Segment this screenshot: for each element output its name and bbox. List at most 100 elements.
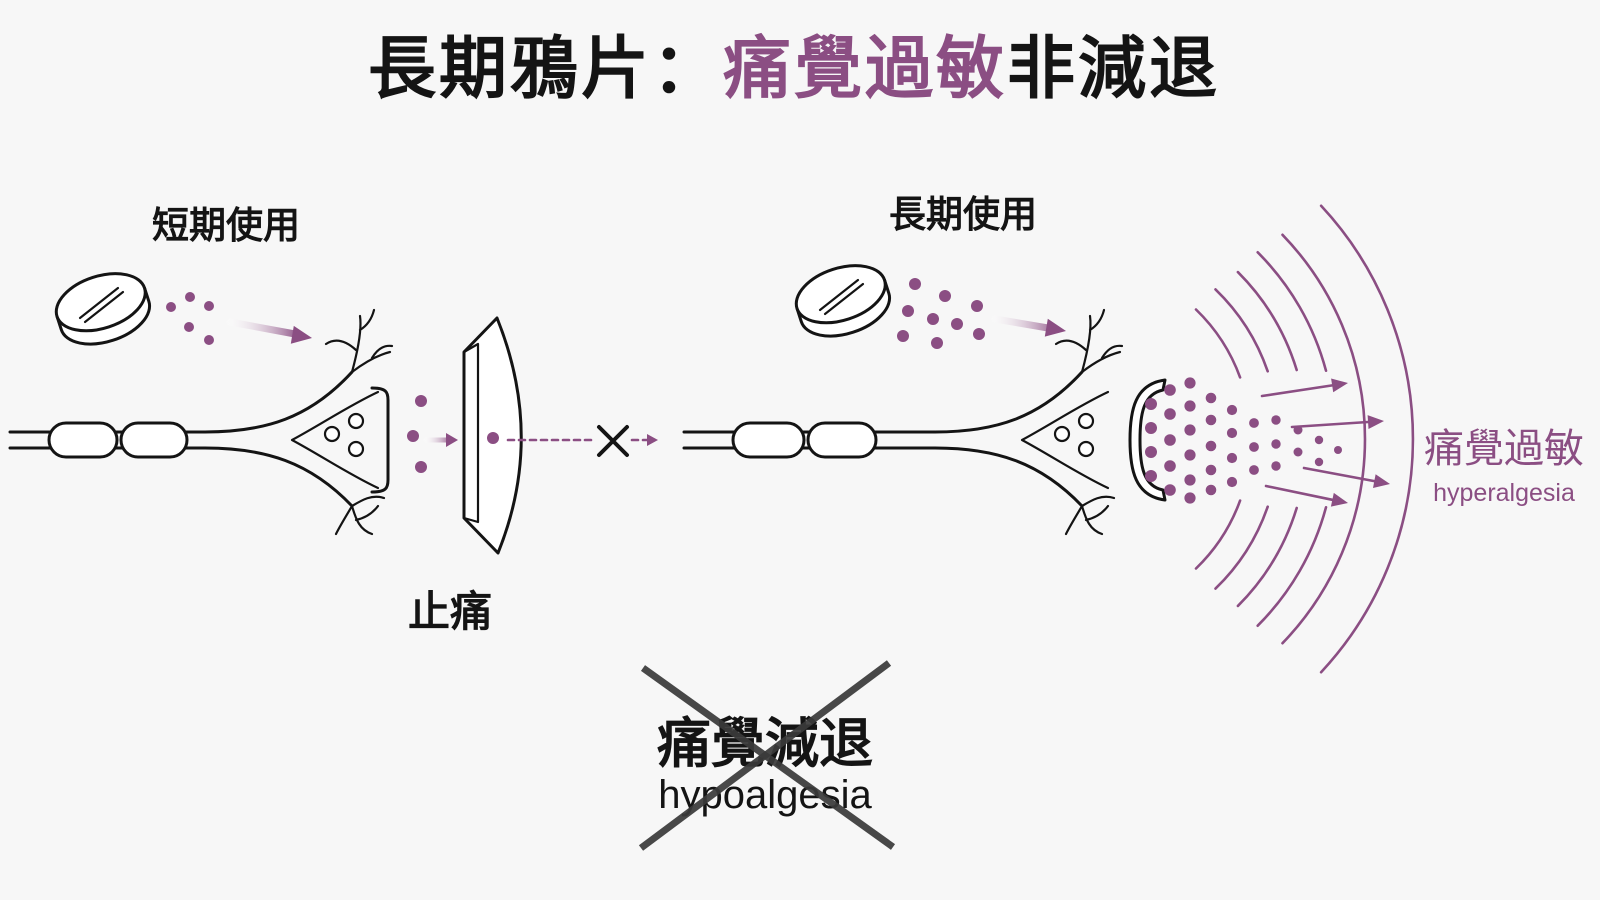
drug-particle bbox=[1205, 464, 1217, 476]
pain-signal-arrows bbox=[1260, 378, 1390, 507]
drug-particle bbox=[1164, 434, 1176, 446]
drug-particle bbox=[1271, 439, 1281, 449]
drug-particle bbox=[1334, 446, 1342, 454]
signal-arrow bbox=[1302, 466, 1390, 488]
drug-particle bbox=[1226, 452, 1238, 464]
drug-particle bbox=[1164, 384, 1176, 396]
drug-particle bbox=[951, 318, 963, 330]
amplified-particles bbox=[1145, 377, 1342, 504]
drug-particle bbox=[1226, 427, 1238, 439]
drug-particle bbox=[1205, 414, 1217, 426]
signal-arrow-head bbox=[1331, 378, 1348, 393]
hyperalgesia-sublabel: hyperalgesia bbox=[1433, 479, 1575, 507]
drug-particle bbox=[1164, 408, 1176, 420]
receptor-icon bbox=[1128, 378, 1167, 502]
long-term-label: 長期使用 bbox=[889, 193, 1037, 236]
myelin-sheath bbox=[47, 421, 119, 459]
drug-particle bbox=[1271, 415, 1281, 425]
drug-particle bbox=[902, 305, 914, 317]
signal-wave-arc bbox=[1256, 251, 1328, 627]
drug-particle bbox=[1226, 404, 1238, 416]
signal-wave-arc bbox=[1194, 308, 1242, 570]
drug-particle bbox=[1164, 484, 1176, 496]
title-suffix: 非減退 bbox=[1007, 30, 1220, 109]
bound-drug-particle bbox=[487, 432, 499, 444]
drug-particle bbox=[204, 301, 214, 311]
synapse-particles bbox=[407, 395, 427, 473]
signal-wave-arc bbox=[1236, 270, 1298, 608]
drug-particle bbox=[897, 330, 909, 342]
myelin-sheath bbox=[119, 421, 189, 459]
hyperalgesia-label: 痛覺過敏 bbox=[1424, 426, 1584, 472]
drug-particle bbox=[971, 300, 983, 312]
drug-particle bbox=[1184, 492, 1196, 504]
long-term-panel: 長期使用 bbox=[682, 193, 1584, 674]
drug-particle bbox=[1145, 398, 1157, 410]
neuron-icon bbox=[8, 308, 394, 536]
drug-particle bbox=[1249, 465, 1259, 475]
drug-particles bbox=[897, 278, 985, 349]
drug-particle bbox=[927, 313, 939, 325]
axon-terminal bbox=[203, 308, 394, 536]
rejected-outcome: 痛覺減退 hypoalgesia bbox=[638, 660, 896, 851]
drug-particle bbox=[1205, 440, 1217, 452]
drug-particle bbox=[166, 302, 176, 312]
drug-particle bbox=[1164, 460, 1176, 472]
signal-arrow-head bbox=[1367, 415, 1384, 429]
drug-particle bbox=[909, 278, 921, 290]
drug-particle bbox=[1184, 474, 1196, 486]
drug-particle bbox=[1184, 424, 1196, 436]
drug-particle bbox=[184, 322, 194, 332]
blocked-x-icon bbox=[597, 425, 629, 457]
signal-wave-arc bbox=[1214, 288, 1269, 590]
signal-arrow bbox=[1264, 484, 1348, 507]
myelin-sheath bbox=[731, 421, 806, 459]
vesicle bbox=[347, 440, 365, 458]
drug-particle bbox=[1314, 435, 1324, 445]
vesicle bbox=[323, 425, 341, 443]
drug-particle bbox=[407, 430, 419, 442]
drug-particles bbox=[166, 292, 214, 345]
signal-wave-arc bbox=[1319, 204, 1415, 674]
drug-particle bbox=[1249, 442, 1259, 452]
blocked-signal bbox=[506, 425, 658, 457]
drug-particle bbox=[1145, 470, 1157, 482]
drug-particle bbox=[1145, 422, 1157, 434]
drug-particle bbox=[1226, 476, 1238, 488]
drug-flow-arrow bbox=[226, 318, 312, 344]
drug-particle bbox=[939, 290, 951, 302]
signal-wave-arc bbox=[1281, 233, 1367, 645]
title-prefix: 長期鴉片： bbox=[368, 30, 723, 109]
drug-particle bbox=[1293, 447, 1303, 457]
signal-arrow-shaft bbox=[1290, 420, 1370, 429]
hypoalgesia-label: 痛覺減退 bbox=[657, 712, 873, 775]
drug-particle bbox=[185, 292, 195, 302]
vesicle bbox=[1077, 440, 1095, 458]
drug-particle bbox=[1145, 446, 1157, 458]
drug-particle bbox=[204, 335, 214, 345]
pill-icon bbox=[794, 264, 891, 338]
signal-arrow-shaft bbox=[1260, 384, 1334, 398]
cross-out-icon bbox=[638, 660, 896, 851]
vesicle bbox=[347, 412, 365, 430]
drug-particle bbox=[1205, 484, 1217, 496]
signal-arrow-head bbox=[1373, 474, 1390, 488]
signal-arrow-shaft bbox=[1302, 466, 1376, 483]
vesicle bbox=[1077, 412, 1095, 430]
receptor-icon bbox=[462, 316, 523, 555]
drug-particle bbox=[415, 461, 427, 473]
pill-icon bbox=[54, 272, 151, 346]
synapse-arrow bbox=[423, 433, 458, 447]
drug-particle bbox=[1184, 449, 1196, 461]
analgesia-label: 止痛 bbox=[408, 587, 492, 636]
drug-particle bbox=[1205, 392, 1217, 404]
drug-particle bbox=[415, 395, 427, 407]
neuron-icon bbox=[682, 308, 1124, 536]
title-highlight: 痛覺過敏 bbox=[723, 30, 1007, 109]
signal-arrow bbox=[1260, 378, 1348, 398]
signal-arrow bbox=[1290, 415, 1384, 429]
page-title: 長期鴉片：痛覺過敏非減退 bbox=[368, 30, 1220, 109]
drug-particle bbox=[1184, 377, 1196, 389]
